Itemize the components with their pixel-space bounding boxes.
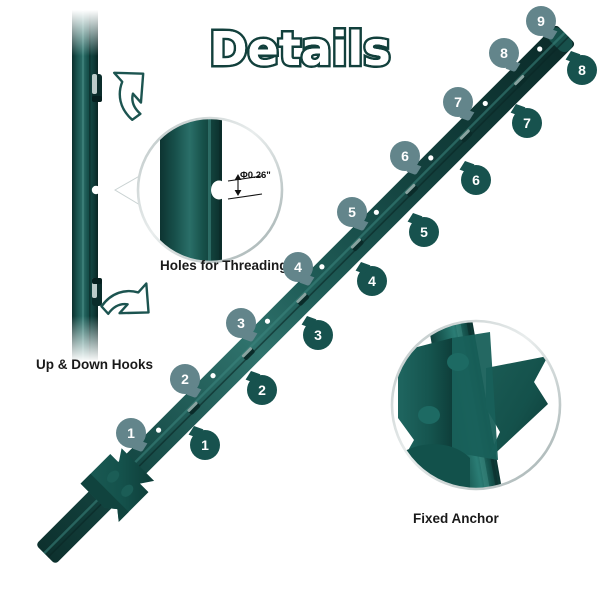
curved-arrow-up-icon [112, 71, 145, 122]
hook-tabs [187, 74, 527, 415]
marker-badge-5: 5 [409, 217, 439, 247]
hook-tab-upper [92, 74, 102, 102]
marker-badge-label: 4 [294, 259, 302, 275]
curved-arrow-down-icon [100, 282, 150, 316]
marker-badge-label: 9 [537, 13, 545, 29]
marker-badge-3: 3 [226, 308, 256, 338]
marker-badge-2: 2 [247, 375, 277, 405]
marker-badge-label: 2 [258, 382, 266, 398]
marker-badge-label: 3 [314, 327, 322, 343]
marker-badge-label: 1 [127, 425, 135, 441]
marker-badge-6: 6 [390, 141, 420, 171]
fixed-anchor-plate [80, 448, 155, 522]
marker-badge-label: 8 [578, 62, 586, 78]
threading-hole-sample [91, 185, 101, 195]
marker-badge-2: 2 [170, 364, 200, 394]
marker-badge-label: 7 [523, 115, 531, 131]
marker-badge-1: 1 [190, 430, 220, 460]
magnifier-circle-holes [114, 116, 284, 264]
marker-badge-5: 5 [337, 197, 367, 227]
threading-holes [155, 46, 543, 433]
main-fence-post [37, 25, 575, 563]
marker-badge-6: 6 [461, 165, 491, 195]
marker-badge-label: 5 [348, 204, 356, 220]
marker-badge-8: 8 [489, 38, 519, 68]
marker-badge-label: 1 [201, 437, 209, 453]
marker-badge-8: 8 [567, 55, 597, 85]
marker-badge-1: 1 [116, 418, 146, 448]
vertical-post-panel [70, 10, 150, 362]
marker-badge-4: 4 [357, 266, 387, 296]
marker-badge-label: 6 [472, 172, 480, 188]
marker-badge-label: 8 [500, 45, 508, 61]
marker-badge-7: 7 [512, 108, 542, 138]
marker-badge-label: 5 [420, 224, 428, 240]
marker-badge-label: 6 [401, 148, 409, 164]
marker-badge-4: 4 [283, 252, 313, 282]
magnifier-circle-anchor [390, 319, 562, 491]
caption-holes-for-threading: Holes for Threading [160, 258, 288, 273]
hook-tab-lower [92, 278, 102, 306]
marker-badge-7: 7 [443, 87, 473, 117]
dimension-label: Φ0.26" [240, 170, 271, 181]
caption-up-down-hooks: Up & Down Hooks [36, 357, 153, 372]
marker-badge-label: 7 [454, 94, 462, 110]
marker-badge-label: 3 [237, 315, 245, 331]
marker-badge-3: 3 [303, 320, 333, 350]
caption-fixed-anchor: Fixed Anchor [413, 511, 499, 526]
marker-badge-label: 2 [181, 371, 189, 387]
marker-badge-label: 4 [368, 273, 376, 289]
marker-badge-9: 9 [526, 6, 556, 36]
